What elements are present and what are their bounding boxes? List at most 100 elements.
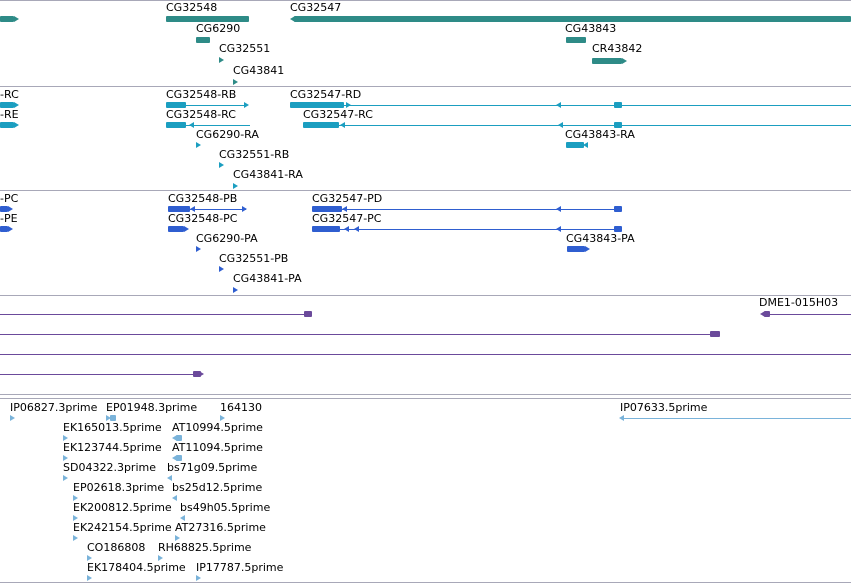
- strand-arrow-left-icon[interactable]: [556, 102, 561, 108]
- ests-track-feature-label[interactable]: SD04322.3prime: [63, 461, 156, 474]
- strand-arrow-right-icon[interactable]: [63, 455, 68, 461]
- proteins-track-feature-label[interactable]: CG32547-PD: [312, 192, 383, 205]
- strand-arrow-right-icon[interactable]: [10, 415, 15, 421]
- ests-track-feature-label[interactable]: AT27316.5prime: [175, 521, 266, 534]
- strand-arrow-left-icon[interactable]: [190, 206, 195, 212]
- feature-block[interactable]: [764, 311, 770, 317]
- proteins-track-feature-label[interactable]: CG32551-PB: [219, 252, 289, 265]
- feature-block[interactable]: [614, 206, 622, 212]
- strand-arrow-left-icon[interactable]: [344, 226, 349, 232]
- strand-arrow-left-icon[interactable]: [172, 455, 177, 461]
- strand-arrow-right-icon[interactable]: [220, 415, 225, 421]
- strand-arrow-right-icon[interactable]: [196, 246, 201, 252]
- feature-block[interactable]: [294, 16, 851, 22]
- feature-block[interactable]: [303, 122, 339, 128]
- strand-arrow-right-icon[interactable]: [346, 102, 351, 108]
- strand-arrow-right-icon[interactable]: [63, 435, 68, 441]
- feature-block[interactable]: [168, 226, 184, 232]
- strand-arrow-right-icon[interactable]: [585, 246, 590, 252]
- feature-block[interactable]: [290, 102, 344, 108]
- proteins-track-feature-label[interactable]: CG32548-PB: [168, 192, 238, 205]
- strand-arrow-left-icon[interactable]: [354, 226, 359, 232]
- strand-arrow-right-icon[interactable]: [73, 515, 78, 521]
- ests-track-feature-label[interactable]: RH68825.5prime: [158, 541, 252, 554]
- ests-track-feature-label[interactable]: bs49h05.5prime: [180, 501, 271, 514]
- clones-track-feature-label[interactable]: DME1-015H03: [759, 296, 839, 309]
- strand-arrow-right-icon[interactable]: [8, 226, 13, 232]
- ests-track-feature-label[interactable]: EK123744.5prime: [63, 441, 162, 454]
- transcripts-track-feature-label[interactable]: CG6290-RA: [196, 128, 259, 141]
- ests-track-feature-label[interactable]: EP01948.3prime: [106, 401, 198, 414]
- proteins-track-feature-label[interactable]: CG43843-PA: [566, 232, 635, 245]
- feature-block[interactable]: [196, 37, 210, 43]
- feature-block[interactable]: [614, 226, 622, 232]
- feature-block[interactable]: [0, 102, 14, 108]
- strand-arrow-right-icon[interactable]: [233, 183, 238, 189]
- ests-track-feature-label[interactable]: AT11094.5prime: [172, 441, 263, 454]
- ests-track-feature-label[interactable]: IP07633.5prime: [620, 401, 708, 414]
- feature-block[interactable]: [110, 415, 116, 421]
- feature-block[interactable]: [166, 122, 186, 128]
- ests-track-feature-label[interactable]: EP02618.3prime: [73, 481, 165, 494]
- ests-track-feature-label[interactable]: bs25d12.5prime: [172, 481, 263, 494]
- strand-arrow-right-icon[interactable]: [63, 475, 68, 481]
- strand-arrow-right-icon[interactable]: [233, 287, 238, 293]
- proteins-track-feature-label[interactable]: -PC: [0, 192, 19, 205]
- strand-arrow-right-icon[interactable]: [87, 575, 92, 581]
- strand-arrow-left-icon[interactable]: [760, 311, 765, 317]
- proteins-track-feature-label[interactable]: CG43841-PA: [233, 272, 302, 285]
- strand-arrow-left-icon[interactable]: [342, 206, 347, 212]
- feature-block[interactable]: [312, 206, 342, 212]
- feature-block[interactable]: [312, 226, 340, 232]
- genes-track-feature-label[interactable]: CG32551: [219, 42, 271, 55]
- ests-track-feature-label[interactable]: EK178404.5prime: [87, 561, 186, 574]
- transcripts-track-feature-label[interactable]: CG32547-RD: [290, 88, 362, 101]
- strand-arrow-left-icon[interactable]: [556, 206, 561, 212]
- proteins-track-feature-label[interactable]: CG32547-PC: [312, 212, 382, 225]
- feature-block[interactable]: [168, 206, 190, 212]
- transcripts-track-feature-label[interactable]: CG32551-RB: [219, 148, 290, 161]
- feature-block[interactable]: [0, 16, 14, 22]
- strand-arrow-right-icon[interactable]: [622, 58, 627, 64]
- strand-arrow-left-icon[interactable]: [558, 122, 563, 128]
- feature-block[interactable]: [0, 206, 8, 212]
- genes-track-feature-label[interactable]: CG32548: [166, 1, 218, 14]
- strand-arrow-right-icon[interactable]: [175, 535, 180, 541]
- strand-arrow-right-icon[interactable]: [199, 371, 204, 377]
- strand-arrow-right-icon[interactable]: [244, 102, 249, 108]
- strand-arrow-right-icon[interactable]: [219, 266, 224, 272]
- genes-track-feature-label[interactable]: CR43842: [592, 42, 643, 55]
- strand-arrow-left-icon[interactable]: [172, 495, 177, 501]
- feature-block[interactable]: [614, 122, 622, 128]
- strand-arrow-left-icon[interactable]: [583, 142, 588, 148]
- strand-arrow-right-icon[interactable]: [14, 102, 19, 108]
- transcripts-track-feature-label[interactable]: CG43841-RA: [233, 168, 303, 181]
- feature-block[interactable]: [567, 246, 585, 252]
- ests-track-feature-label[interactable]: AT10994.5prime: [172, 421, 263, 434]
- transcripts-track-feature-label[interactable]: -RC: [0, 88, 19, 101]
- feature-block[interactable]: [614, 102, 622, 108]
- strand-arrow-right-icon[interactable]: [87, 555, 92, 561]
- genes-track-feature-label[interactable]: CG43843: [565, 22, 617, 35]
- strand-arrow-right-icon[interactable]: [8, 206, 13, 212]
- strand-arrow-right-icon[interactable]: [196, 575, 201, 581]
- feature-block[interactable]: [566, 37, 586, 43]
- strand-arrow-right-icon[interactable]: [196, 142, 201, 148]
- genes-track-feature-label[interactable]: CG32547: [290, 1, 342, 14]
- feature-block[interactable]: [166, 102, 186, 108]
- ests-track-feature-label[interactable]: bs71g09.5prime: [167, 461, 258, 474]
- strand-arrow-right-icon[interactable]: [242, 206, 247, 212]
- strand-arrow-left-icon[interactable]: [189, 122, 194, 128]
- feature-block[interactable]: [166, 16, 249, 22]
- strand-arrow-left-icon[interactable]: [340, 122, 345, 128]
- ests-track-feature-label[interactable]: EK165013.5prime: [63, 421, 162, 434]
- transcripts-track-feature-label[interactable]: CG32547-RC: [303, 108, 373, 121]
- feature-block[interactable]: [710, 331, 720, 337]
- strand-arrow-right-icon[interactable]: [14, 16, 19, 22]
- proteins-track-feature-label[interactable]: CG32548-PC: [168, 212, 238, 225]
- strand-arrow-right-icon[interactable]: [219, 57, 224, 63]
- transcripts-track-feature-label[interactable]: CG43843-RA: [565, 128, 635, 141]
- ests-track-feature-label[interactable]: IP17787.5prime: [196, 561, 284, 574]
- strand-arrow-left-icon[interactable]: [172, 435, 177, 441]
- ests-track-feature-label[interactable]: CO186808: [87, 541, 146, 554]
